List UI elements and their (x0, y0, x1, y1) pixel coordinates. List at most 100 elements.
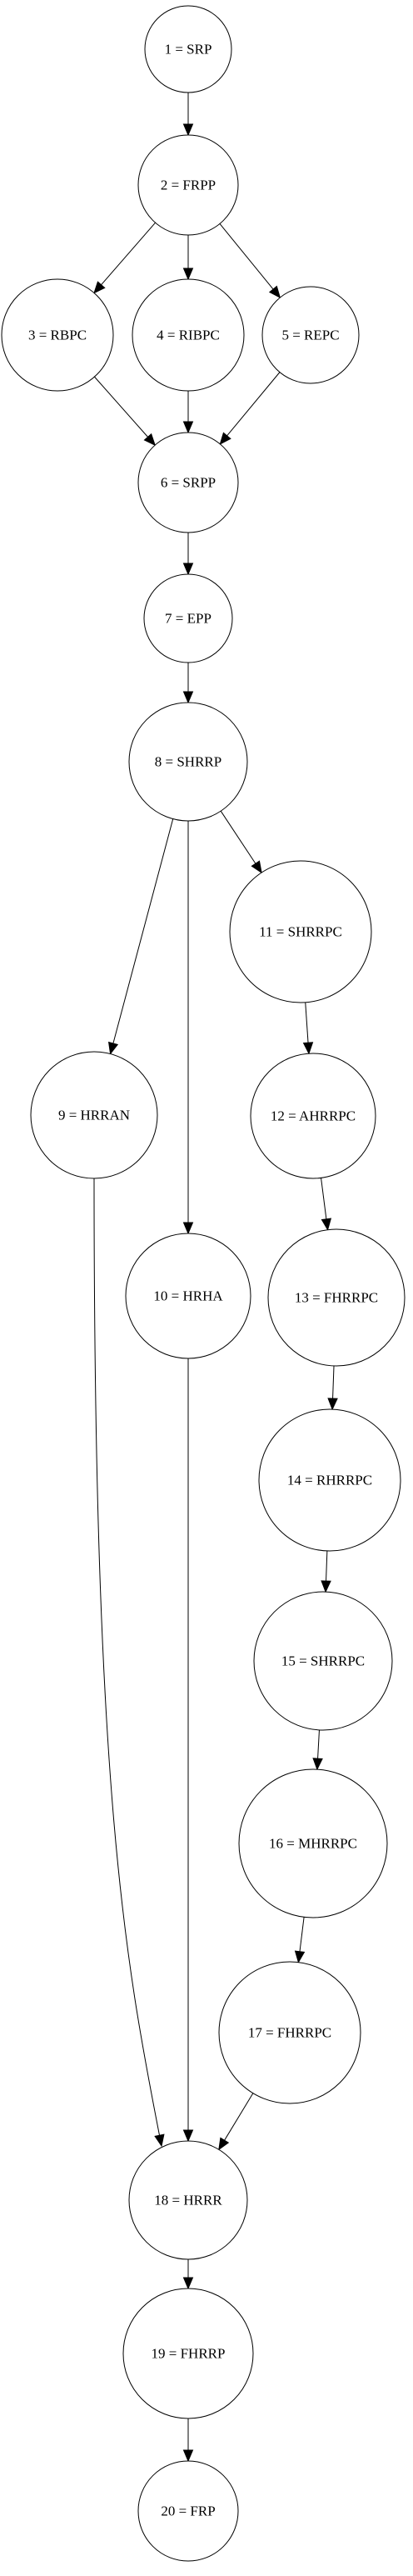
edge-9-to-18-arrowhead (154, 2133, 165, 2148)
edge-4-to-6-arrowhead (182, 421, 194, 434)
node-3: 3 = RBPC (1, 278, 114, 392)
node-8: 8 = SHRRP (128, 702, 248, 822)
nodes-layer: 1 = SRP 2 = FRPP 3 = RBPC 4 = RIBPC 5 = REPC… (1, 5, 406, 2562)
node-label: 20 = FRP (161, 2503, 215, 2519)
node-circle (143, 573, 233, 663)
node-label: 3 = RBPC (28, 328, 87, 343)
edge-8-to-9 (112, 818, 174, 1044)
node-label: 18 = HRRR (154, 2193, 222, 2208)
node-15: 15 = SHRRPC (253, 1591, 393, 1731)
edge-3-to-6 (94, 376, 148, 438)
edge-1-to-2-arrowhead (182, 123, 194, 137)
edge-12-to-13-arrowhead (321, 1218, 332, 1231)
node-18: 18 = HRRR (128, 2140, 248, 2260)
edge-6-to-7-arrowhead (182, 563, 194, 576)
node-1: 1 = SRP (144, 5, 232, 93)
node-circle (1, 278, 114, 392)
node-label: 14 = RHRRPC (287, 1473, 372, 1488)
edge-7-to-8-arrowhead (182, 691, 194, 704)
node-14: 14 = RHRRPC (258, 1408, 401, 1552)
node-circle (122, 2288, 254, 2419)
node-12: 12 = AHRRPC (250, 1053, 376, 1179)
node-label: 13 = FHRRPC (295, 1290, 378, 1306)
node-6: 6 = SRPP (137, 432, 239, 533)
edge-19-to-20-arrowhead (182, 2449, 194, 2463)
node-label: 9 = HRRAN (58, 1108, 130, 1123)
node-circle (137, 134, 239, 236)
edge-17-to-18 (224, 2093, 254, 2141)
node-circle (261, 286, 360, 384)
edge-8-to-10-arrowhead (182, 1222, 194, 1235)
edge-13-to-14 (332, 1365, 335, 1399)
edge-2-to-3 (101, 222, 156, 286)
edge-15-to-16 (317, 1729, 320, 1759)
node-label: 12 = AHRRPC (271, 1108, 356, 1124)
node-20: 20 = FRP (137, 2460, 239, 2562)
node-circle (132, 278, 245, 392)
node-13: 13 = FHRRPC (267, 1228, 406, 1367)
edge-8-to-9-arrowhead (108, 1041, 119, 1055)
node-10: 10 = HRHA (125, 1233, 251, 1359)
node-label: 5 = REPC (281, 328, 339, 343)
edge-2-to-5-arrowhead (268, 285, 281, 299)
edge-18-to-19-arrowhead (182, 2277, 194, 2290)
edge-5-to-6 (226, 372, 281, 437)
edge-10-to-18-arrowhead (182, 2129, 194, 2143)
edges-layer (93, 93, 338, 2463)
node-circle (218, 1961, 361, 2104)
node-5: 5 = REPC (261, 286, 360, 384)
node-9: 9 = HRRAN (30, 1051, 158, 1179)
edge-11-to-12-arrowhead (302, 1042, 314, 1055)
node-2: 2 = FRPP (137, 134, 239, 236)
edge-12-to-13 (321, 1178, 327, 1219)
edge-9-to-18 (93, 1178, 160, 2136)
node-4: 4 = RIBPC (132, 278, 245, 392)
edge-8-to-11 (220, 810, 256, 864)
edge-2-to-3-arrowhead (93, 281, 106, 294)
node-label: 16 = MHRRPC (269, 1836, 357, 1852)
node-circle (238, 1768, 388, 1918)
edge-14-to-15 (326, 1550, 328, 1582)
node-label: 6 = SRPP (161, 475, 216, 491)
edge-11-to-12 (305, 1002, 309, 1043)
node-circle (128, 702, 248, 822)
edge-15-to-16-arrowhead (312, 1758, 323, 1771)
edge-16-to-17 (299, 1917, 305, 1952)
edge-13-to-14-arrowhead (327, 1398, 338, 1411)
node-label: 11 = SHRRPC (259, 924, 342, 940)
node-label: 2 = FRPP (161, 178, 216, 193)
node-circle (253, 1591, 393, 1731)
node-label: 19 = FHRRP (152, 2346, 226, 2362)
node-circle (258, 1408, 401, 1552)
edge-14-to-15-arrowhead (321, 1580, 331, 1593)
edge-3-to-6-arrowhead (143, 433, 157, 447)
node-label: 4 = RIBPC (157, 328, 220, 343)
node-circle (144, 5, 232, 93)
node-17: 17 = FHRRPC (218, 1961, 361, 2104)
node-label: 8 = SHRRP (155, 754, 221, 770)
node-circle (137, 432, 239, 533)
node-16: 16 = MHRRPC (238, 1768, 388, 1918)
node-circle (137, 2460, 239, 2562)
node-circle (267, 1228, 406, 1367)
node-circle (30, 1051, 158, 1179)
node-label: 10 = HRHA (153, 1288, 223, 1304)
node-7: 7 = EPP (143, 573, 233, 663)
node-circle (128, 2140, 248, 2260)
node-label: 7 = EPP (165, 611, 211, 627)
node-circle (250, 1053, 376, 1179)
edge-17-to-18-arrowhead (218, 2137, 230, 2151)
edge-16-to-17-arrowhead (294, 1950, 306, 1963)
edge-2-to-4-arrowhead (182, 268, 194, 281)
edge-5-to-6-arrowhead (219, 432, 231, 445)
node-circle (125, 1233, 251, 1359)
node-label: 15 = SHRRPC (281, 1653, 365, 1669)
node-11: 11 = SHRRPC (229, 860, 372, 1003)
node-circle (229, 860, 372, 1003)
edge-8-to-11-arrowhead (251, 860, 262, 874)
node-label: 1 = SRP (165, 42, 212, 58)
node-label: 17 = FHRRPC (248, 2025, 331, 2041)
edge-2-to-5 (219, 223, 274, 290)
node-19: 19 = FHRRP (122, 2288, 254, 2419)
